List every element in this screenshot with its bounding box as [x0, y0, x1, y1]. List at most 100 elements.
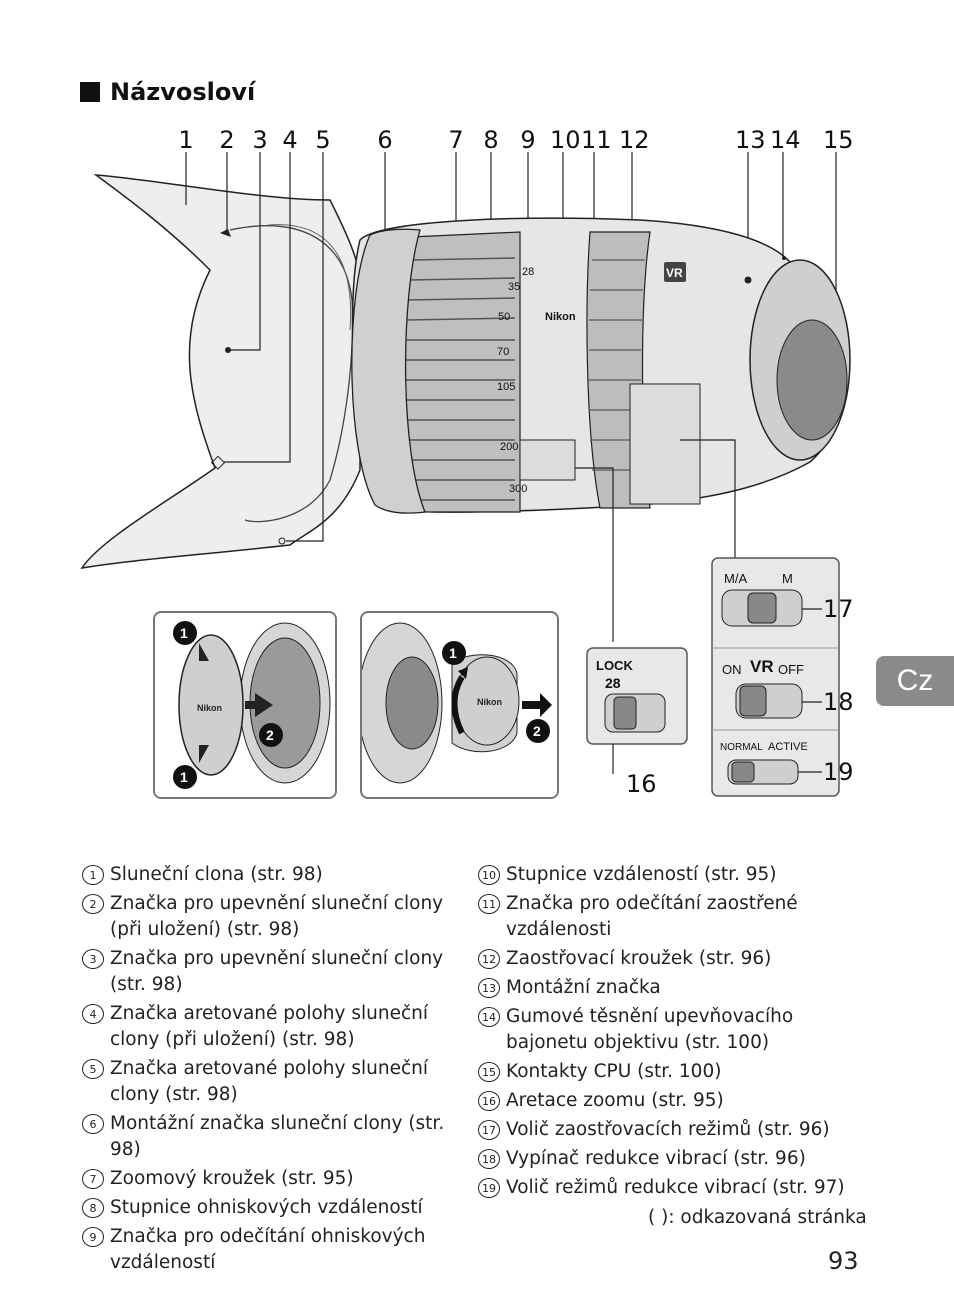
legend-number: 3 [82, 949, 104, 969]
legend-label: Volič zaostřovacích režimů (str. 96) [506, 1119, 830, 1140]
legend-number: 8 [82, 1198, 104, 1218]
legend-number: 15 [478, 1062, 500, 1082]
legend-number: 13 [478, 978, 500, 998]
legend-item: 14 Gumové těsnění upevňovacího bajonetu o… [478, 1004, 868, 1056]
legend-number: 17 [478, 1120, 500, 1140]
callout-17: 17 [823, 595, 854, 623]
callout-5: 5 [315, 126, 331, 154]
zoom-scale-50: 50 [498, 311, 510, 323]
rear-step-1-badge: 1 [449, 645, 457, 661]
section-title: Názvosloví [110, 78, 256, 106]
zoom-scale-28: 28 [522, 266, 534, 278]
callout-13: 13 [735, 126, 766, 154]
language-tab: Cz [876, 656, 954, 706]
callout-12: 12 [619, 126, 650, 154]
section-heading: Názvosloví [80, 78, 255, 106]
legend-label: Značka pro odečítání ohniskových vzdálen… [110, 1226, 426, 1273]
callout-2: 2 [219, 126, 235, 154]
legend-label: Stupnice ohniskových vzdáleností [110, 1197, 423, 1218]
callout-19: 19 [823, 758, 854, 786]
rear-cap-inset: Nikon 1 2 [360, 611, 559, 799]
callout-1: 1 [178, 126, 194, 154]
callout-15: 15 [823, 126, 854, 154]
vr-mode-right: ACTIVE [768, 741, 808, 753]
legend-label: Montážní značka sluneční clony (str. 98) [110, 1113, 445, 1160]
zoom-scale-200: 200 [500, 441, 518, 453]
page-reference-note: ( ): odkazovaná stránka [648, 1207, 867, 1228]
legend-label: Stupnice vzdáleností (str. 95) [506, 864, 777, 885]
legend-number: 12 [478, 949, 500, 969]
legend-number: 2 [82, 894, 104, 914]
legend-label: Montážní značka [506, 977, 661, 998]
rear-step-2-badge: 2 [533, 723, 541, 739]
lock-label: LOCK [596, 658, 633, 673]
callout-14: 14 [770, 126, 801, 154]
cap-brand: Nikon [197, 703, 222, 713]
square-bullet-icon [80, 82, 100, 102]
legend-item: 8 Stupnice ohniskových vzdáleností [82, 1195, 460, 1221]
focus-switch-left: M/A [724, 571, 747, 586]
language-tab-label: Cz [896, 664, 934, 697]
callout-3: 3 [252, 126, 268, 154]
legend-item: 4 Značka aretované polohy sluneční clony … [82, 1001, 460, 1053]
legend-item: 15 Kontakty CPU (str. 100) [478, 1059, 868, 1085]
step-1-badge-lower: 1 [180, 769, 188, 785]
legend-number: 5 [82, 1059, 104, 1079]
legend-item: 12 Zaostřovací kroužek (str. 96) [478, 946, 868, 972]
callout-11: 11 [581, 126, 612, 154]
legend-item: 9 Značka pro odečítání ohniskových vzdále… [82, 1224, 460, 1276]
legend-label: Značka aretované polohy sluneční clony (… [110, 1058, 428, 1105]
legend-number: 19 [478, 1178, 500, 1198]
legend-item: 10 Stupnice vzdáleností (str. 95) [478, 862, 868, 888]
legend-label: Gumové těsnění upevňovacího bajonetu obj… [506, 1006, 794, 1053]
legend-item: 18 Vypínač redukce vibrací (str. 96) [478, 1146, 868, 1172]
vr-mode-left: NORMAL [720, 742, 763, 753]
legend-number: 10 [478, 865, 500, 885]
legend-label: Značka aretované polohy sluneční clony (… [110, 1003, 428, 1050]
callout-4: 4 [282, 126, 298, 154]
vr-switch-right: OFF [778, 662, 804, 677]
vr-switch-left: ON [722, 662, 742, 677]
legend-number: 14 [478, 1007, 500, 1027]
front-cap-illustration: Nikon 1 1 2 [173, 621, 331, 789]
legend-item: 6 Montážní značka sluneční clony (str. 98… [82, 1111, 460, 1163]
focus-switch-right: M [782, 571, 793, 586]
lock-value: 28 [605, 675, 621, 691]
callout-7: 7 [448, 126, 464, 154]
legend-item: 13 Montážní značka [478, 975, 868, 1001]
legend-label: Kontakty CPU (str. 100) [506, 1061, 722, 1082]
legend-number: 6 [82, 1114, 104, 1134]
vr-switch-center: VR [750, 657, 774, 676]
lens-diagram: 28 35 50 70 105 200 300 Nikon VR LOCK 28… [80, 152, 851, 797]
legend-number: 9 [82, 1227, 104, 1247]
legend-number: 18 [478, 1149, 500, 1169]
legend-label: Značka pro upevnění sluneční clony (při … [110, 893, 444, 940]
step-2-badge: 2 [266, 727, 274, 743]
callout-9: 9 [520, 126, 536, 154]
legend-item: 5 Značka aretované polohy sluneční clony … [82, 1056, 460, 1108]
callout-8: 8 [483, 126, 499, 154]
legend-number: 4 [82, 1004, 104, 1024]
front-cap-inset: Nikon 1 1 2 [153, 611, 337, 799]
legend-number: 16 [478, 1091, 500, 1111]
rear-cap-brand: Nikon [477, 697, 502, 707]
legend-label: Vypínač redukce vibrací (str. 96) [506, 1148, 806, 1169]
step-1-badge: 1 [180, 625, 188, 641]
callout-6: 6 [377, 126, 393, 154]
callout-10: 10 [550, 126, 581, 154]
legend-number: 11 [478, 894, 500, 914]
callout-16: 16 [626, 770, 657, 798]
legend-item: 17 Volič zaostřovacích režimů (str. 96) [478, 1117, 868, 1143]
legend-label: Značka pro upevnění sluneční clony (str.… [110, 948, 444, 995]
legend-item: 2 Značka pro upevnění sluneční clony (při… [82, 891, 460, 943]
legend-label: Zaostřovací kroužek (str. 96) [506, 948, 772, 969]
lens-hood [80, 174, 366, 570]
zoom-scale-35: 35 [508, 281, 520, 293]
legend-label: Zoomový kroužek (str. 95) [110, 1168, 354, 1189]
